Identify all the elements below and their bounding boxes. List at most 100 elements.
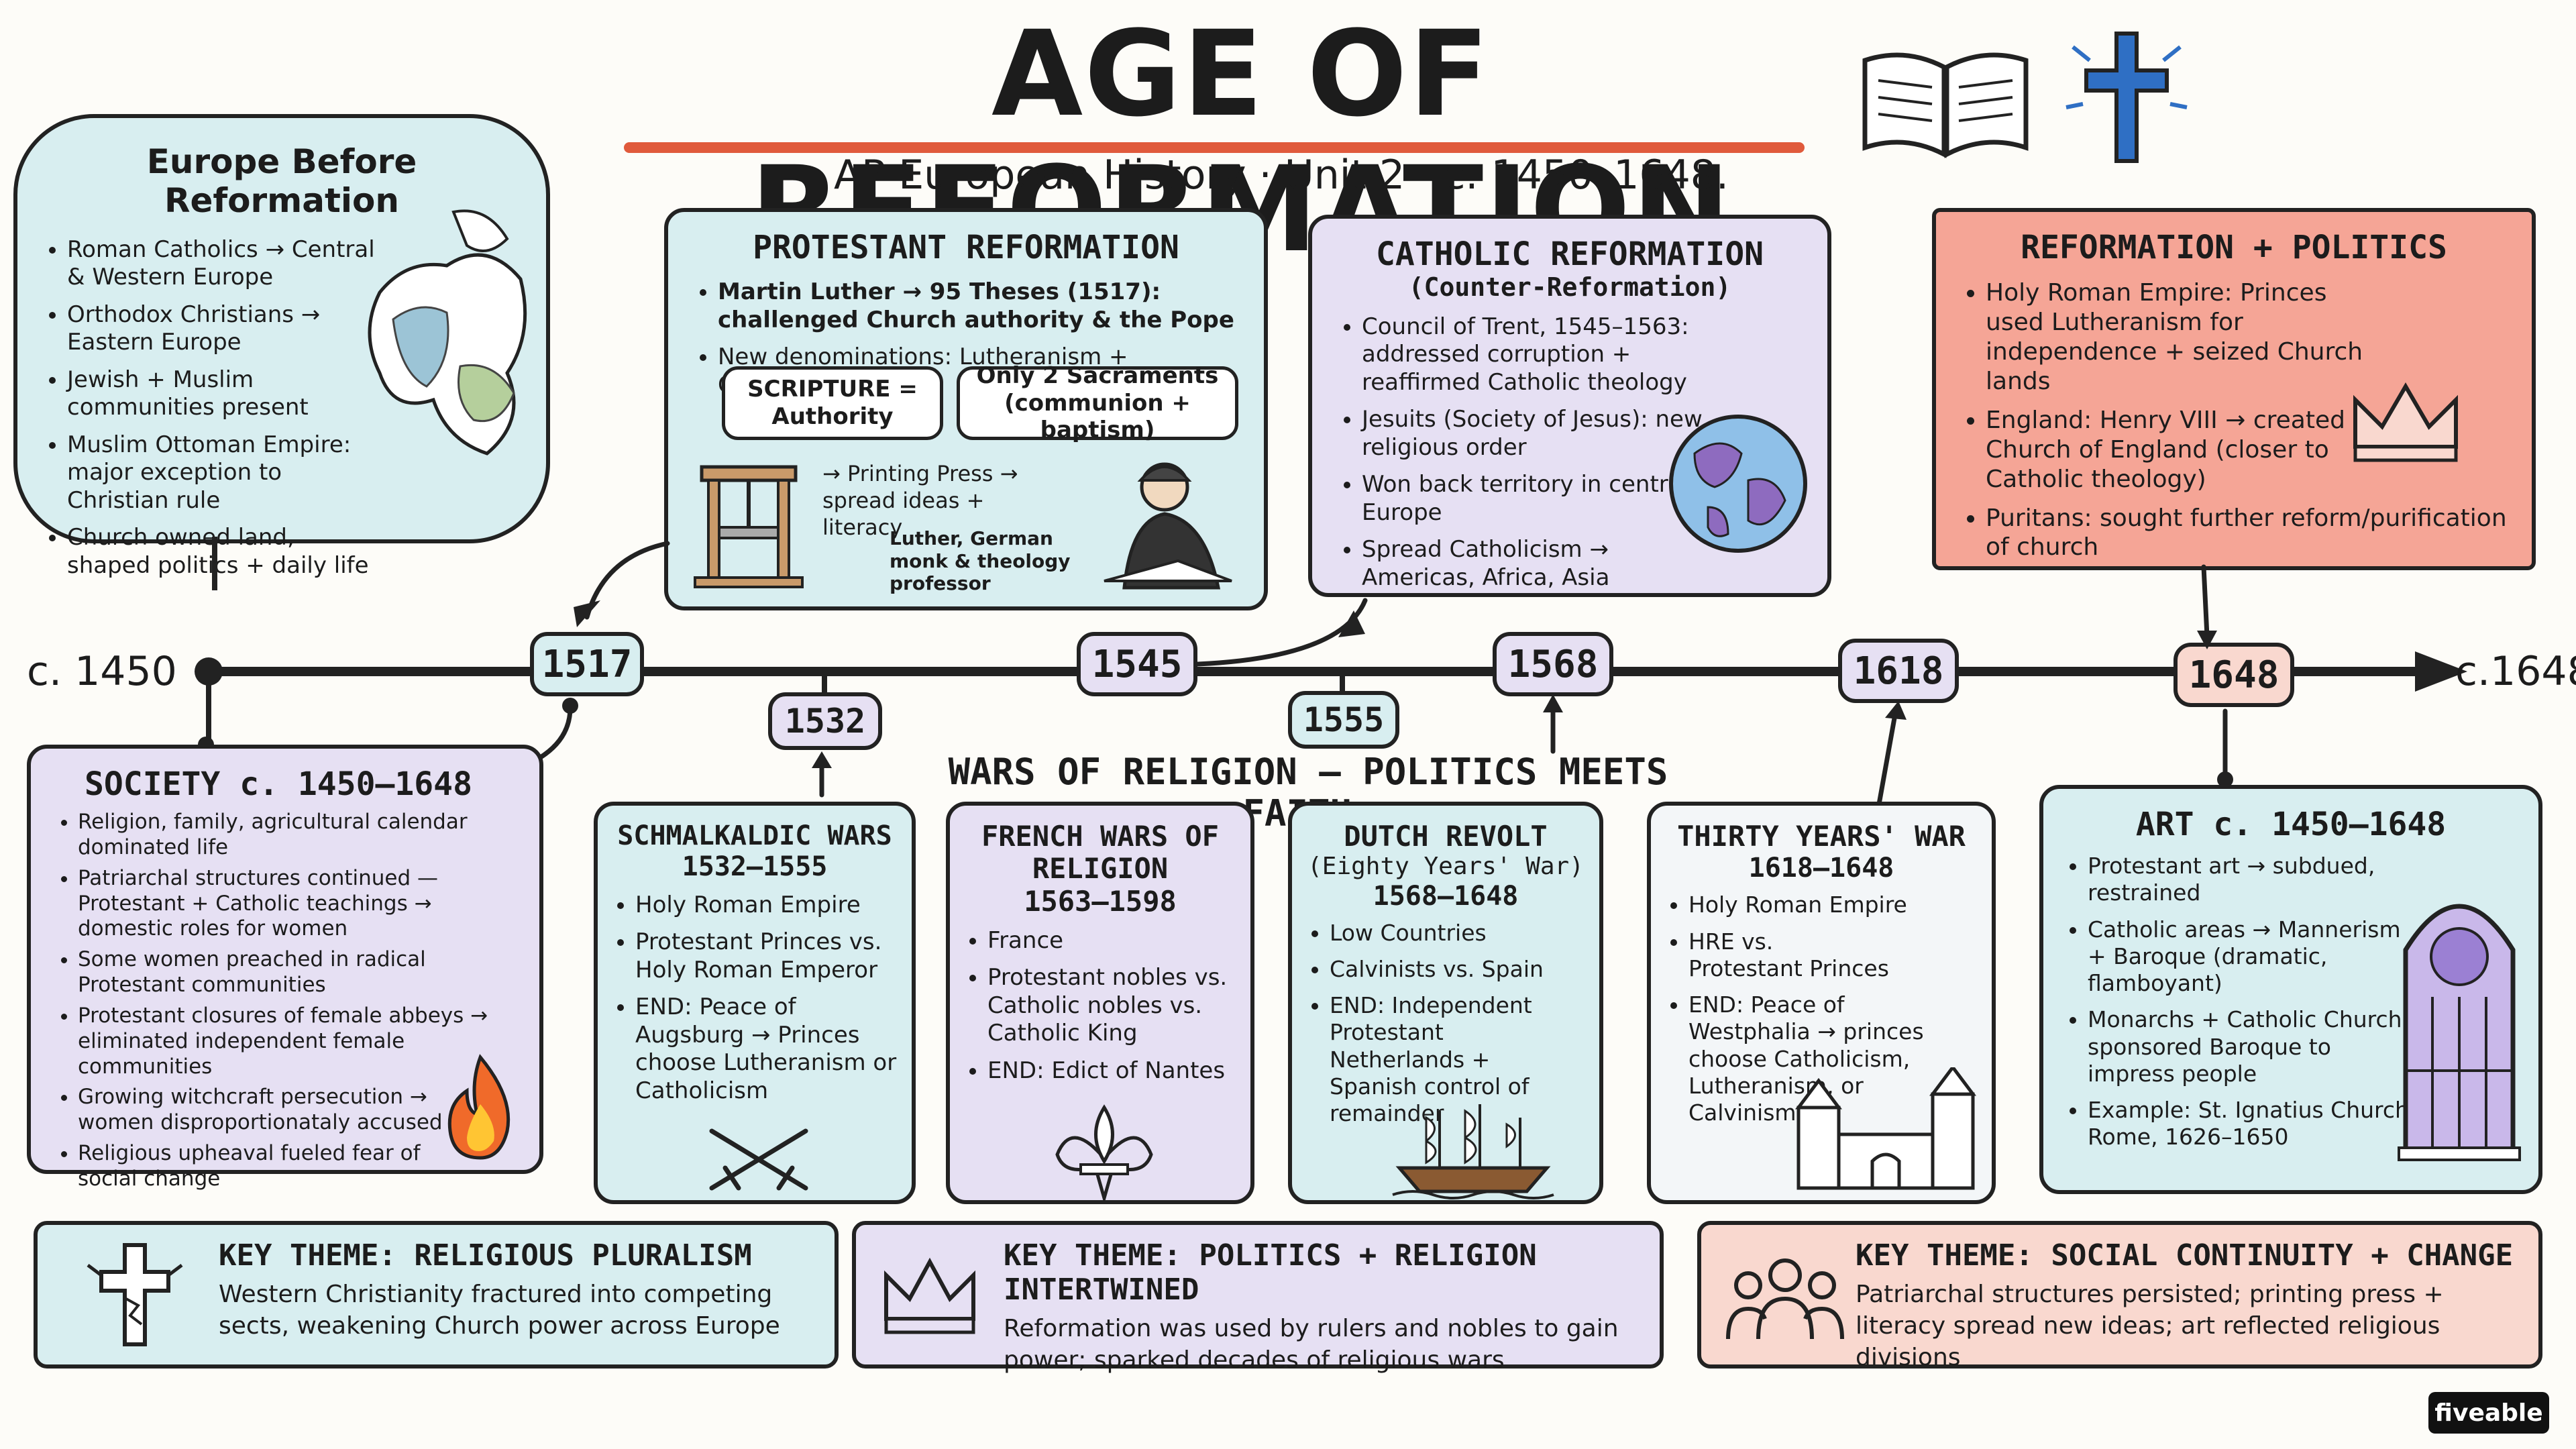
list-item: France (987, 927, 1236, 955)
fiveable-logo[interactable]: fiveable (2428, 1392, 2549, 1434)
wars-heading: WARS OF RELIGION — POLITICS MEETS FAITH. (948, 751, 1668, 834)
war-panel-thirty-years: THIRTY YEARS' WAR 1618–1648 Holy Roman E… (1647, 802, 1996, 1204)
timeline-end-label: c.1648 (2455, 648, 2576, 695)
luther-icon (1104, 462, 1232, 590)
list-item: Puritans: sought further reform/purifica… (1986, 504, 2509, 563)
war-panel-schmalkaldic: SCHMALKALDIC WARS 1532–1555 Holy Roman E… (594, 802, 916, 1204)
list-item: Catholic areas → Mannerism + Baroque (dr… (2088, 916, 2416, 998)
key-theme-pluralism: KEY THEME: RELIGIOUS PLURALISM Western C… (34, 1221, 839, 1368)
list-item: Orthodox Christians → Eastern Europe (67, 301, 382, 357)
list-item: Martin Luther → 95 Theses (1517): challe… (718, 278, 1244, 334)
list-item: Some women preached in radical Protestan… (78, 947, 519, 998)
list-item: Religion, family, agricultural calendar … (78, 810, 519, 861)
list-item: Muslim Ottoman Empire: major exception t… (67, 431, 382, 515)
list-item: HRE vs. Protestant Princes (1688, 928, 1890, 983)
list-item: Religious upheaval fueled fear of social… (78, 1141, 427, 1192)
key-theme-politics: KEY THEME: POLITICS + RELIGION INTERTWIN… (852, 1221, 1664, 1374)
war-title: SCHMALKALDIC WARS (617, 820, 892, 851)
printing-press-note: → Printing Press → spread ideas + litera… (822, 461, 1018, 540)
printing-press-icon (694, 465, 804, 588)
key-theme-text: Reformation was used by rulers and noble… (1004, 1315, 1619, 1374)
europe-map-icon (368, 209, 527, 455)
catholic-subtitle: (Counter-Reformation) (1408, 272, 1731, 303)
list-item: Holy Roman Empire (1688, 892, 1970, 918)
people-icon (1726, 1258, 1844, 1340)
castle-icon (1795, 1067, 1976, 1190)
start-connector (206, 671, 211, 745)
fleur-de-lis-icon (1055, 1104, 1153, 1201)
ship-icon (1392, 1104, 1554, 1199)
key-theme-title: KEY THEME: POLITICS + RELIGION INTERTWIN… (1004, 1238, 1537, 1307)
list-item: Jesuits (Society of Jesus): new religiou… (1362, 406, 1711, 462)
key-theme-text: Patriarchal structures persisted; printi… (1856, 1281, 2444, 1371)
list-item: Protestant nobles vs. Catholic nobles vs… (987, 964, 1236, 1047)
key-theme-title: KEY THEME: RELIGIOUS PLURALISM (219, 1238, 752, 1273)
war-dates: 1618–1648 (1748, 853, 1894, 884)
timeline-start-label: c. 1450 (27, 648, 177, 695)
list-item: END: Peace of Westphalia → princes choos… (1688, 991, 1943, 1126)
protestant-panel: PROTESTANT REFORMATION Martin Luther → 9… (664, 208, 1268, 610)
war-panel-french: FRENCH WARS OF RELIGION 1563–1598 France… (946, 802, 1254, 1204)
list-item: END: Peace of Augsburg → Princes choose … (635, 994, 897, 1105)
war-panel-dutch: DUTCH REVOLT (Eighty Years' War) 1568–16… (1288, 802, 1603, 1204)
war-dates: 1568–1648 (1373, 880, 1519, 912)
sacraments-chip: Only 2 Sacraments (communion + baptism) (957, 362, 1238, 443)
list-item: England: Henry VIII → created Church of … (1986, 406, 2388, 494)
politics-title: REFORMATION + POLITICS (2021, 229, 2447, 266)
year-marker-1618: 1618 (1838, 639, 1959, 703)
crown-icon (884, 1257, 975, 1334)
list-item: END: Independent Protestant Netherlands … (1330, 992, 1585, 1127)
scripture-chip: SCRIPTURE = Authority (722, 366, 943, 440)
art-title: ART c. 1450–1648 (2135, 806, 2447, 843)
society-title: SOCIETY c. 1450–1648 (85, 765, 472, 803)
catholic-panel: CATHOLIC REFORMATION (Counter-Reformatio… (1308, 215, 1831, 597)
year-marker-1555: 1555 (1288, 691, 1399, 749)
war-dates: 1532–1555 (682, 851, 828, 882)
politics-panel: REFORMATION + POLITICS Holy Roman Empire… (1932, 208, 2536, 570)
list-item: Low Countries (1330, 920, 1585, 947)
key-theme-title: KEY THEME: SOCIAL CONTINUITY + CHANGE (1856, 1238, 2514, 1273)
luther-note: Luther, German monk & theology professor (890, 527, 1071, 595)
year-marker-1532: 1532 (768, 692, 882, 750)
list-item: Protestant Princes vs. Holy Roman Empero… (635, 928, 897, 984)
list-item: Protestant closures of female abbeys → e… (78, 1004, 519, 1079)
protestant-title: PROTESTANT REFORMATION (753, 229, 1179, 266)
war-title: THIRTY YEARS' WAR (1677, 820, 1966, 853)
cross-icon (2065, 32, 2188, 163)
globe-icon (1669, 415, 1807, 553)
open-book-icon (1862, 52, 2029, 158)
list-item: Holy Roman Empire (635, 892, 897, 919)
tick-1555 (1340, 671, 1345, 698)
tick-1532 (822, 671, 827, 698)
list-item: Spread Catholicism → Americas, Africa, A… (1362, 536, 1711, 592)
key-theme-text: Western Christianity fractured into comp… (219, 1281, 780, 1340)
list-item: Monarchs + Catholic Church sponsored Bar… (2088, 1006, 2416, 1087)
key-theme-social: KEY THEME: SOCIAL CONTINUITY + CHANGE Pa… (1697, 1221, 2542, 1371)
title-underline (624, 142, 1805, 153)
list-item: Holy Roman Empire: Princes used Lutheran… (1986, 278, 2388, 396)
war-subtitle: (Eighty Years' War) (1307, 853, 1584, 881)
list-item: Calvinists vs. Spain (1330, 956, 1585, 983)
stained-glass-window-icon (2398, 904, 2521, 1161)
list-item: Example: St. Ignatius Church, Rome, 1626… (2088, 1097, 2416, 1151)
list-item: Roman Catholics → Central & Western Euro… (67, 236, 382, 292)
list-item: END: Edict of Nantes (987, 1057, 1236, 1085)
list-item: Patriarchal structures continued — Prote… (78, 866, 519, 942)
war-title: DUTCH REVOLT (1344, 820, 1548, 853)
society-panel: SOCIETY c. 1450–1648 Religion, family, a… (27, 745, 543, 1191)
war-dates: 1563–1598 (1024, 884, 1177, 918)
list-item: Jewish + Muslim communities present (67, 366, 382, 422)
war-title: FRENCH WARS OF RELIGION (981, 820, 1219, 885)
year-marker-1545: 1545 (1077, 632, 1197, 696)
list-item: Council of Trent, 1545–1563: addressed c… (1362, 313, 1711, 396)
list-item: Church owned land, shaped politics + dai… (67, 524, 382, 580)
europe-before-title: Europe Before Reformation (146, 142, 417, 220)
cloud-tail-icon (212, 537, 217, 590)
fire-icon (447, 1054, 511, 1160)
page-subtitle: AP European History · Unit 2 · c. 1450–1… (833, 152, 1729, 199)
year-marker-1648: 1648 (2174, 643, 2294, 707)
timeline-arrowhead-icon (2415, 651, 2467, 692)
europe-before-panel: Europe Before Reformation Roman Catholic… (13, 114, 550, 579)
list-item: Growing witchcraft persecution → women d… (78, 1085, 453, 1136)
broken-cross-icon (87, 1243, 183, 1346)
